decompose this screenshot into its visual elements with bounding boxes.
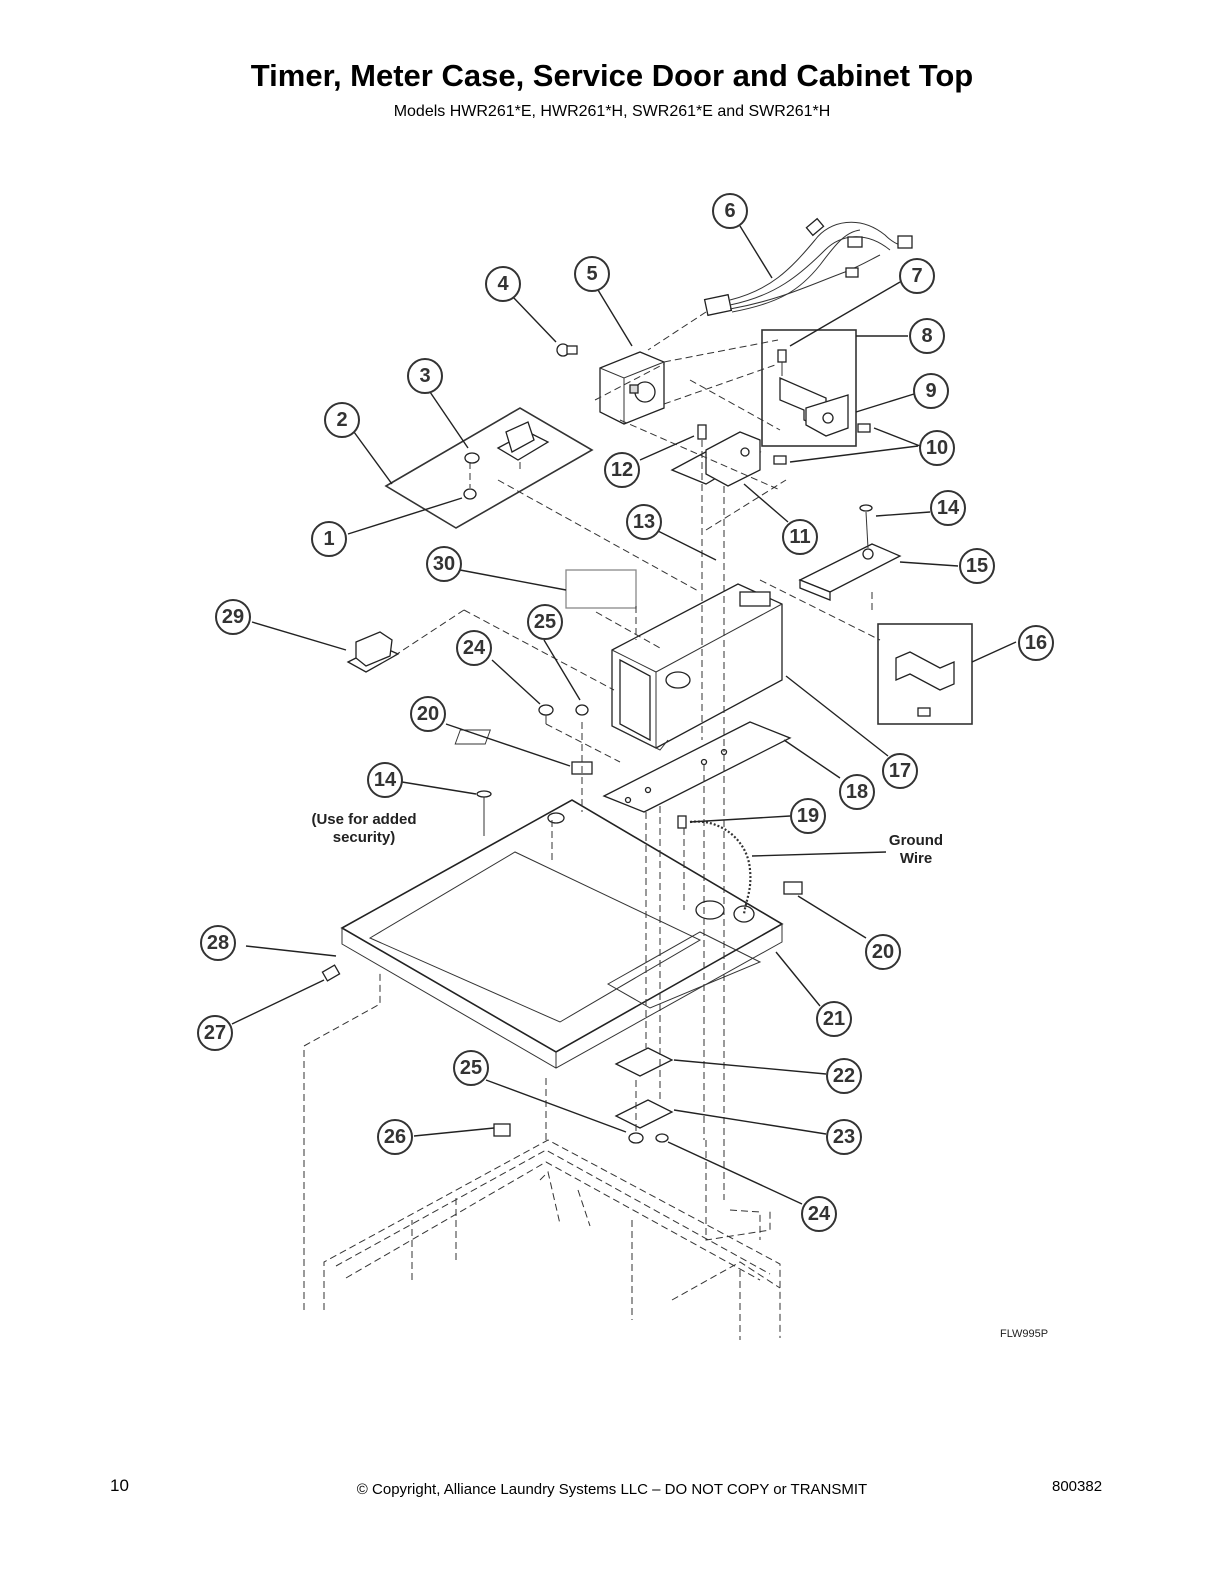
svg-text:16: 16 bbox=[1025, 632, 1047, 654]
cover-part-15 bbox=[798, 504, 902, 601]
page-number: 10 bbox=[110, 1476, 129, 1495]
callout-1: 1 bbox=[311, 521, 347, 557]
svg-text:14: 14 bbox=[937, 497, 960, 519]
callout-24a: 24 bbox=[456, 630, 492, 666]
security-note-line1: (Use for added bbox=[311, 811, 416, 828]
svg-text:12: 12 bbox=[611, 459, 633, 481]
page-subtitle: Models HWR261*E, HWR261*H, SWR261*E and … bbox=[393, 103, 831, 120]
svg-text:29: 29 bbox=[222, 606, 244, 628]
svg-text:25: 25 bbox=[534, 611, 556, 633]
callout-18: 18 bbox=[839, 774, 875, 810]
figure-code: FLW995P bbox=[1000, 1328, 1048, 1340]
latch-detail-box bbox=[877, 623, 973, 725]
svg-text:25: 25 bbox=[460, 1057, 482, 1079]
svg-text:18: 18 bbox=[846, 781, 868, 803]
callout-25b: 25 bbox=[453, 1050, 489, 1086]
service-door-plate bbox=[384, 407, 594, 529]
ground-wire bbox=[677, 815, 752, 915]
cabinet-frame bbox=[303, 972, 781, 1340]
bracket-part-11 bbox=[670, 424, 787, 487]
cabinet-top bbox=[340, 799, 803, 1069]
callout-17: 17 bbox=[882, 753, 918, 789]
svg-text:11: 11 bbox=[789, 526, 810, 548]
callout-23: 23 bbox=[826, 1119, 862, 1155]
copyright-notice: © Copyright, Alliance Laundry Systems LL… bbox=[356, 1481, 868, 1498]
callout-19: 19 bbox=[790, 798, 826, 834]
svg-text:1: 1 bbox=[323, 528, 334, 550]
bracket-detail-box bbox=[761, 329, 871, 447]
callout-6: 6 bbox=[712, 193, 748, 229]
ground-wire-label-line2: Wire bbox=[900, 850, 932, 867]
svg-text:6: 6 bbox=[724, 200, 735, 222]
callout-27: 27 bbox=[197, 1015, 233, 1051]
assembly-lines bbox=[393, 339, 881, 1200]
svg-text:13: 13 bbox=[633, 511, 655, 533]
callout-22: 22 bbox=[826, 1058, 862, 1094]
svg-text:2: 2 bbox=[336, 409, 347, 431]
timer-assembly bbox=[556, 343, 665, 425]
plate-part-18 bbox=[454, 721, 792, 813]
callout-14a: 14 bbox=[930, 490, 966, 526]
svg-text:20: 20 bbox=[417, 703, 439, 725]
callout-13: 13 bbox=[626, 504, 662, 540]
leader-lines bbox=[231, 225, 1017, 1205]
svg-text:22: 22 bbox=[833, 1065, 855, 1087]
svg-text:17: 17 bbox=[889, 760, 911, 782]
callout-7: 7 bbox=[899, 258, 935, 294]
callout-16: 16 bbox=[1018, 625, 1054, 661]
callout-28: 28 bbox=[200, 925, 236, 961]
security-note-line2: security) bbox=[333, 829, 396, 846]
page-title: Timer, Meter Case, Service Door and Cabi… bbox=[250, 58, 974, 93]
callout-29: 29 bbox=[215, 599, 251, 635]
svg-text:23: 23 bbox=[833, 1126, 855, 1148]
callout-9: 9 bbox=[913, 373, 949, 409]
svg-text:21: 21 bbox=[823, 1008, 845, 1030]
callout-3: 3 bbox=[407, 358, 443, 394]
latch-part-29 bbox=[346, 631, 400, 673]
svg-text:28: 28 bbox=[207, 932, 229, 954]
callout-8: 8 bbox=[909, 318, 945, 354]
svg-text:10: 10 bbox=[926, 437, 948, 459]
svg-text:7: 7 bbox=[911, 265, 922, 287]
callout-24b: 24 bbox=[801, 1196, 837, 1232]
svg-text:24: 24 bbox=[463, 637, 486, 659]
svg-text:26: 26 bbox=[384, 1126, 406, 1148]
svg-text:5: 5 bbox=[586, 263, 597, 285]
callout-11: 11 bbox=[782, 519, 818, 555]
svg-text:3: 3 bbox=[419, 365, 430, 387]
callout-12: 12 bbox=[604, 452, 640, 488]
svg-text:8: 8 bbox=[921, 325, 932, 347]
callout-15: 15 bbox=[959, 548, 995, 584]
callout-20a: 20 bbox=[410, 696, 446, 732]
wire-harness bbox=[647, 217, 913, 351]
ground-wire-label-line1: Ground bbox=[889, 832, 943, 849]
callout-21: 21 bbox=[816, 1001, 852, 1037]
callout-2: 2 bbox=[324, 402, 360, 438]
callout-5: 5 bbox=[574, 256, 610, 292]
svg-text:19: 19 bbox=[797, 805, 819, 827]
svg-text:4: 4 bbox=[497, 273, 509, 295]
svg-text:30: 30 bbox=[433, 553, 455, 575]
callout-10: 10 bbox=[919, 430, 955, 466]
document-number: 800382 bbox=[1052, 1478, 1103, 1495]
callout-25a: 25 bbox=[527, 604, 563, 640]
svg-text:20: 20 bbox=[872, 941, 894, 963]
svg-text:14: 14 bbox=[374, 769, 397, 791]
callout-30: 30 bbox=[426, 546, 462, 582]
svg-text:24: 24 bbox=[808, 1203, 831, 1225]
callout-4: 4 bbox=[485, 266, 521, 302]
svg-text:9: 9 bbox=[925, 380, 936, 402]
callout-26: 26 bbox=[377, 1119, 413, 1155]
meter-case bbox=[611, 583, 783, 751]
callout-14b: 14 bbox=[367, 762, 403, 798]
svg-text:27: 27 bbox=[204, 1022, 226, 1044]
callout-20b: 20 bbox=[865, 934, 901, 970]
label-part-30 bbox=[565, 569, 637, 609]
svg-text:15: 15 bbox=[966, 555, 988, 577]
